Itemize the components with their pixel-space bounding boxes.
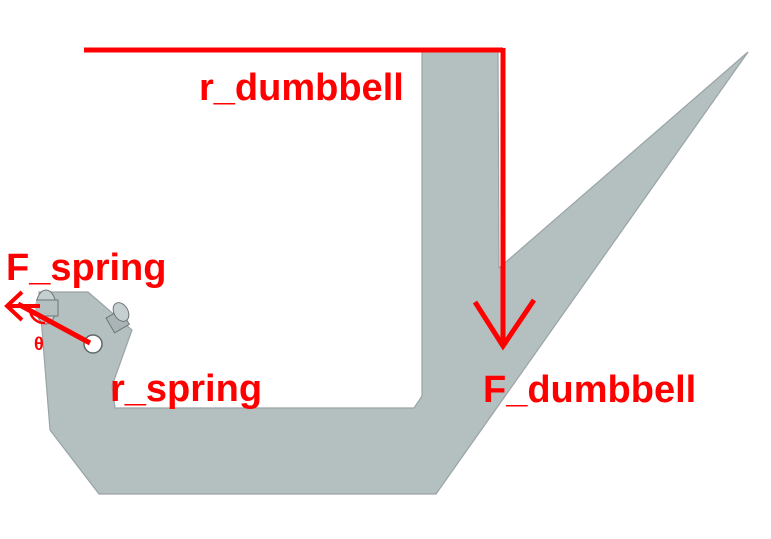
pin-boss bbox=[105, 302, 130, 334]
label-r-spring: r_spring bbox=[110, 368, 262, 410]
f-dumbbell-arrow bbox=[472, 48, 537, 351]
label-f-spring: F_spring bbox=[6, 247, 166, 289]
label-f-dumbbell: F_dumbbell bbox=[483, 369, 696, 411]
theta-angle-arc bbox=[28, 309, 46, 325]
f-spring-arrow bbox=[4, 290, 40, 322]
label-theta: θ bbox=[34, 334, 44, 354]
label-r-dumbbell: r_dumbbell bbox=[199, 67, 404, 109]
